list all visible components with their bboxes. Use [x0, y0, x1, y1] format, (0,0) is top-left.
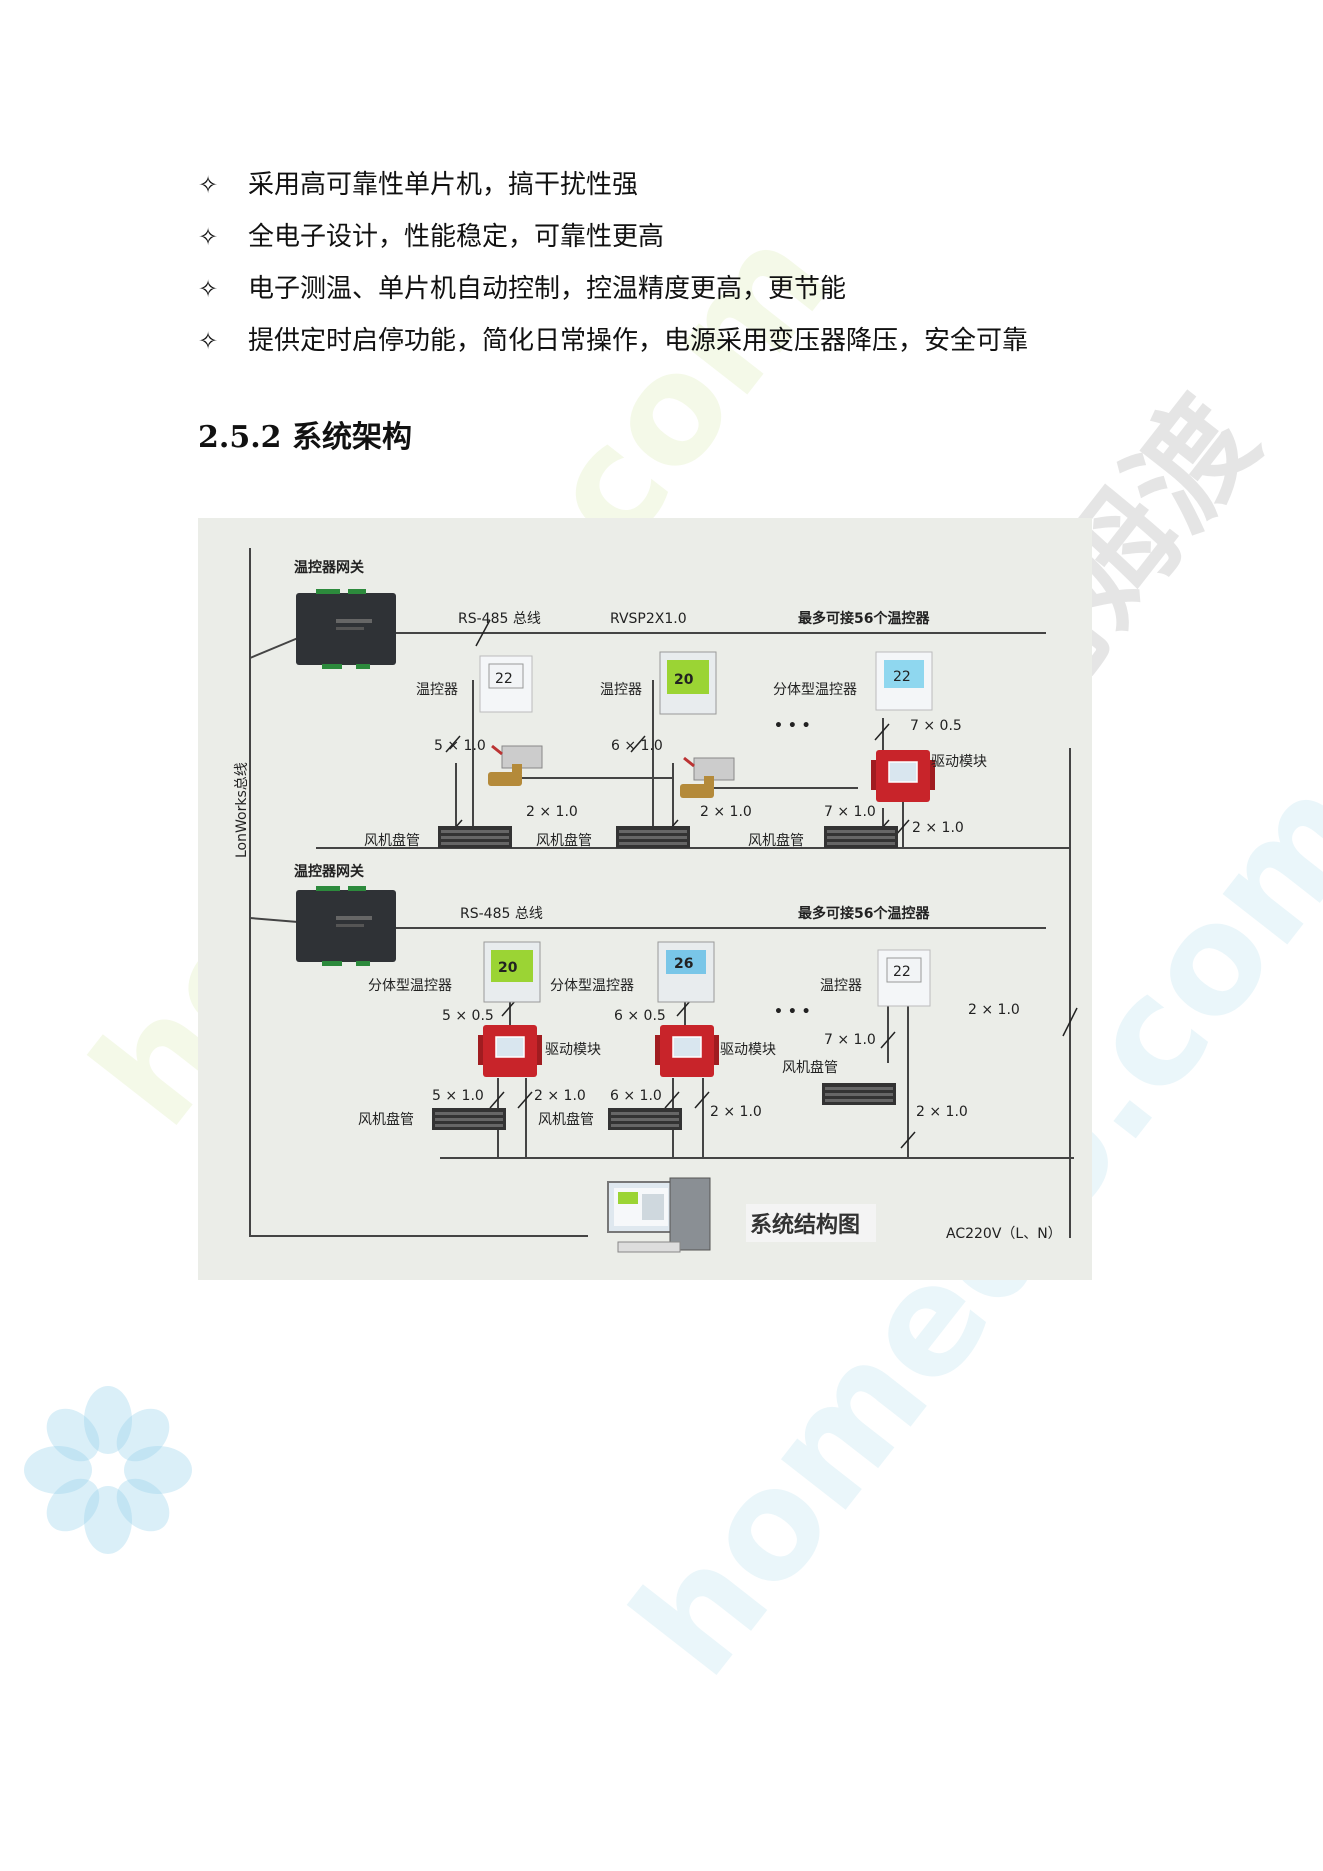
svg-text:22: 22 [893, 669, 911, 685]
system-architecture-figure: 22 20 22 20 26 22 [198, 518, 1092, 1280]
thermostat-device: 22 [479, 655, 533, 713]
spec-label: 7 × 1.0 [824, 1032, 876, 1048]
svg-text:22: 22 [495, 671, 513, 687]
lonworks-bus-label: LonWorks总线 [234, 762, 250, 858]
valve-device [678, 756, 736, 800]
max-thermostats-label: 最多可接56个温控器 [798, 610, 930, 627]
drive-module-device [654, 1024, 720, 1078]
thermostat-label: 温控器 [820, 978, 862, 994]
diamond-star-icon: ✧ [198, 223, 219, 251]
drive-module-label: 驱动模块 [720, 1042, 776, 1058]
fan-coil-device [438, 826, 512, 848]
spec-label: 2 × 1.0 [912, 820, 964, 836]
thermostat-device: 22 [877, 949, 931, 1007]
drive-module-device [477, 1024, 543, 1078]
split-thermostat-label: 分体型温控器 [368, 978, 452, 994]
spec-label: 7 × 1.0 [824, 804, 876, 820]
thermostat-label: 温控器 [600, 682, 642, 698]
feature-text: 采用高可靠性单片机，搞干扰性强 [248, 170, 639, 200]
section-heading: 2.5.2 系统架构 [198, 420, 412, 455]
fan-coil-device [432, 1108, 506, 1130]
spec-label: 5 × 0.5 [442, 1008, 494, 1024]
spec-label: 5 × 1.0 [432, 1088, 484, 1104]
spec-label: 2 × 1.0 [700, 804, 752, 820]
split-thermostat-label: 分体型温控器 [550, 978, 634, 994]
split-thermostat-device-blue: 26 [657, 941, 715, 1003]
fan-coil-label: 风机盘管 [364, 832, 420, 849]
spec-label: 6 × 1.0 [610, 1088, 662, 1104]
drive-module-label: 驱动模块 [931, 754, 987, 770]
flower-logo-watermark [24, 1386, 192, 1554]
feature-item: ✧ 提供定时启停功能，简化日常操作，电源采用变压器降压，安全可靠 [198, 324, 1028, 376]
rs485-label: RS-485 总线 [458, 611, 541, 627]
diamond-star-icon: ✧ [198, 275, 219, 303]
svg-text:26: 26 [674, 956, 693, 972]
feature-item: ✧ 电子测温、单片机自动控制，控温精度更高，更节能 [198, 272, 1028, 324]
feature-list: ✧ 采用高可靠性单片机，搞干扰性强 ✧ 全电子设计，性能稳定，可靠性更高 ✧ 电子测温… [198, 168, 1028, 376]
power-supply-label: AC220V（L、N） [946, 1226, 1062, 1242]
spec-label: 2 × 1.0 [968, 1002, 1020, 1018]
spec-label: 6 × 0.5 [614, 1008, 666, 1024]
spec-label: 7 × 0.5 [910, 718, 962, 734]
fan-coil-device [608, 1108, 682, 1130]
fan-coil-device [822, 1083, 896, 1105]
spec-label: 2 × 1.0 [526, 804, 578, 820]
fan-coil-label: 风机盘管 [782, 1059, 838, 1076]
diamond-star-icon: ✧ [198, 327, 219, 355]
gateway-label: 温控器网关 [294, 559, 364, 576]
feature-item: ✧ 全电子设计，性能稳定，可靠性更高 [198, 220, 1028, 272]
diamond-star-icon: ✧ [198, 171, 219, 199]
fan-coil-device [616, 826, 690, 848]
computer-icon [607, 1177, 711, 1253]
fan-coil-device [824, 826, 898, 848]
max-thermostats-label: 最多可接56个温控器 [798, 905, 930, 922]
feature-text: 电子测温、单片机自动控制，控温精度更高，更节能 [248, 274, 847, 304]
feature-text: 提供定时启停功能，简化日常操作，电源采用变压器降压，安全可靠 [248, 326, 1029, 356]
feature-text: 全电子设计，性能稳定，可靠性更高 [248, 222, 665, 252]
fan-coil-label: 风机盘管 [538, 1111, 594, 1128]
svg-text:20: 20 [674, 672, 694, 688]
diagram-title: 系统结构图 [750, 1212, 860, 1238]
valve-device [486, 744, 544, 788]
thermostat-label: 温控器 [416, 682, 458, 698]
gateway-device-bottom [296, 886, 396, 966]
spec-label: 2 × 1.0 [534, 1088, 586, 1104]
rs485-label: RS-485 总线 [460, 906, 543, 922]
split-thermostat-device: 22 [875, 651, 933, 711]
split-thermostat-label: 分体型温控器 [773, 682, 857, 698]
spec-label: 2 × 1.0 [916, 1104, 968, 1120]
gateway-label: 温控器网关 [294, 863, 364, 880]
split-thermostat-device-green: 20 [483, 941, 541, 1003]
feature-item: ✧ 采用高可靠性单片机，搞干扰性强 [198, 168, 1028, 220]
drive-module-device [870, 749, 936, 803]
fan-coil-label: 风机盘管 [358, 1111, 414, 1128]
fan-coil-label: 风机盘管 [536, 832, 592, 849]
ellipsis-label: • • • [774, 718, 811, 734]
spec-label: 2 × 1.0 [710, 1104, 762, 1120]
gateway-device-top [296, 589, 396, 669]
svg-text:22: 22 [893, 964, 911, 980]
spec-label: 6 × 1.0 [611, 738, 663, 754]
spec-label: 5 × 1.0 [434, 738, 486, 754]
architecture-diagram: 22 20 22 20 26 22 [234, 548, 1078, 1253]
thermostat-device-green: 20 [659, 651, 717, 715]
drive-module-label: 驱动模块 [545, 1042, 601, 1058]
ellipsis-label: • • • [774, 1004, 811, 1020]
cable-spec-label: RVSP2X1.0 [610, 611, 687, 627]
svg-text:20: 20 [498, 960, 518, 976]
fan-coil-label: 风机盘管 [748, 832, 804, 849]
